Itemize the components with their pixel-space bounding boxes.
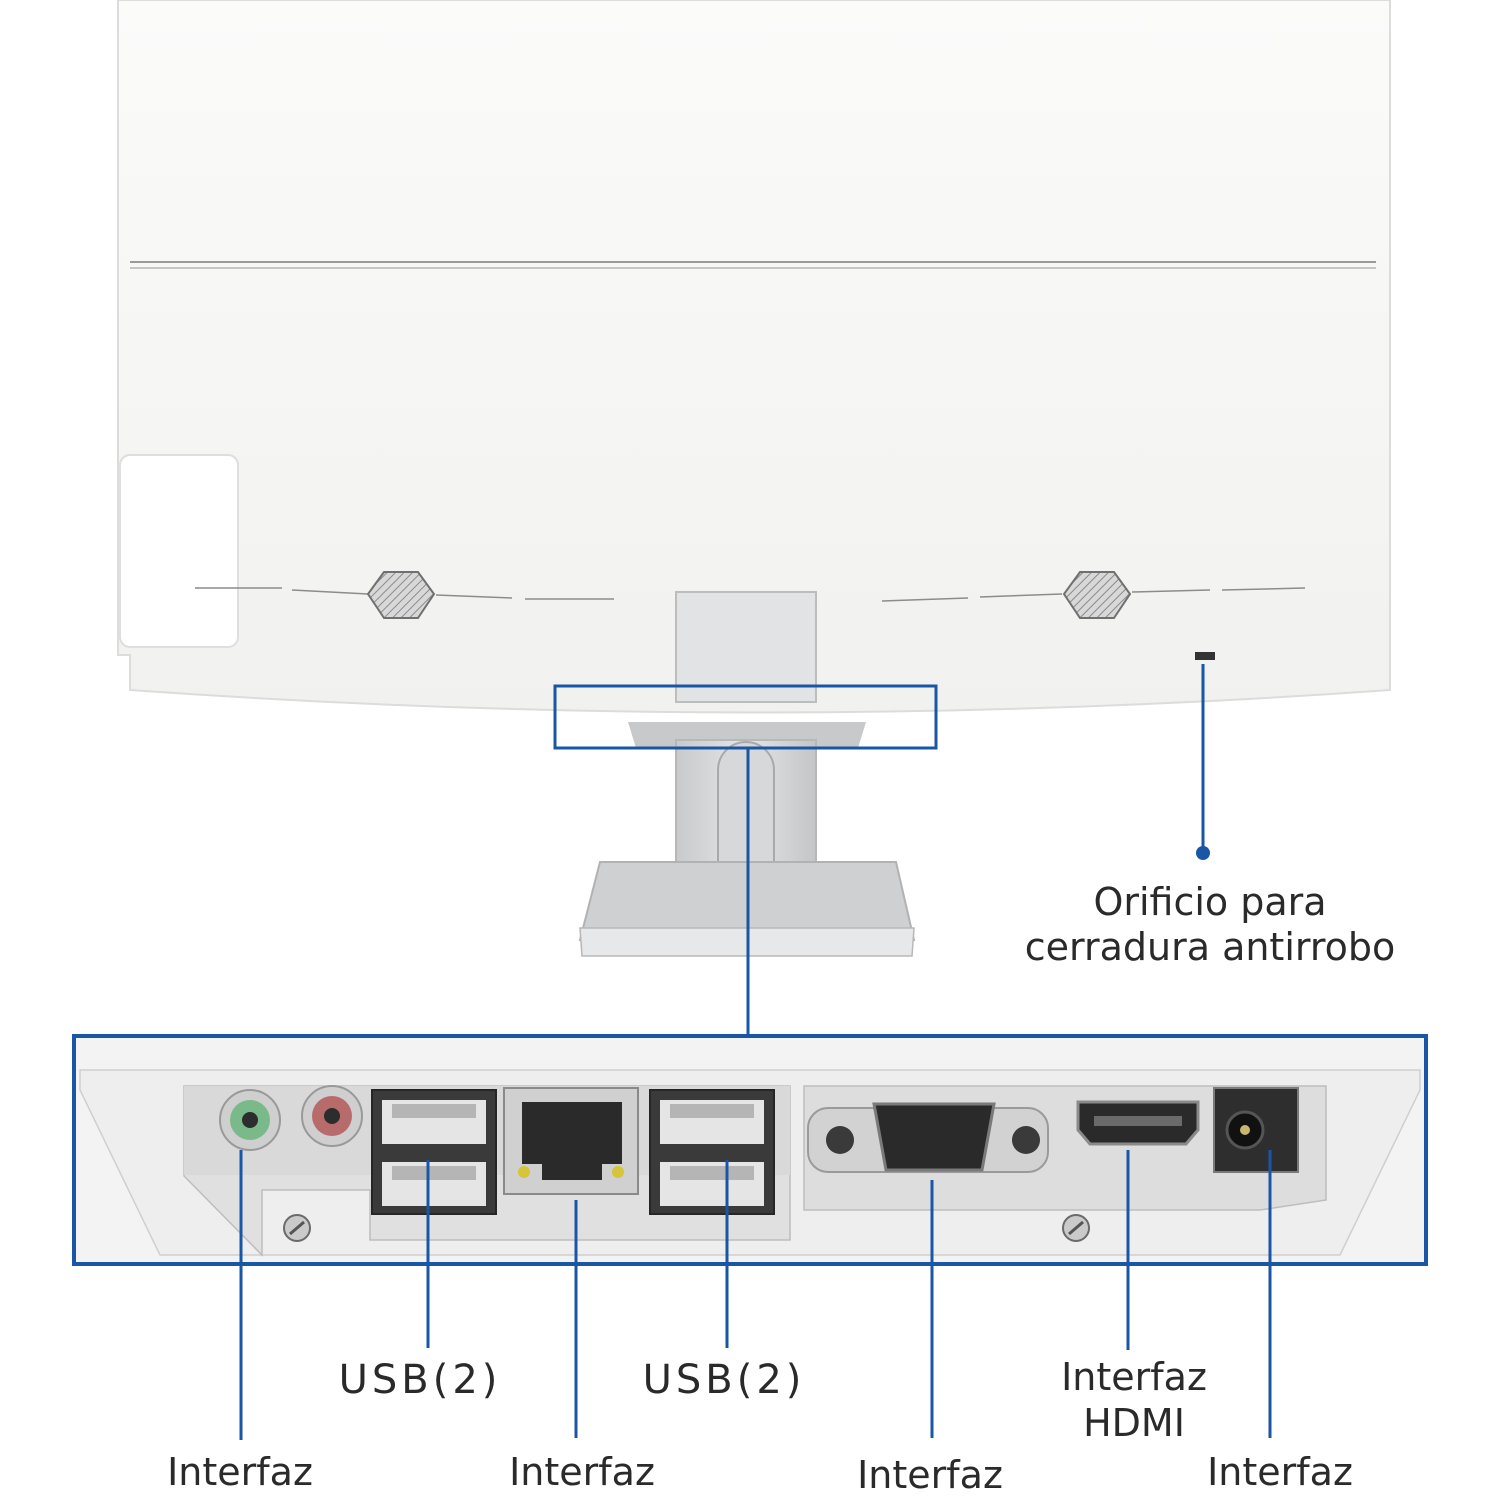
network-label: Interfaz bbox=[509, 1450, 655, 1494]
screw-icon bbox=[283, 1214, 311, 1242]
vga-port-icon bbox=[807, 1102, 1049, 1173]
usb-port-icon bbox=[649, 1089, 775, 1215]
audio-jack-icon bbox=[301, 1085, 363, 1147]
dc-power-port-icon bbox=[1213, 1087, 1299, 1173]
ports-highlight-box bbox=[553, 684, 938, 750]
hdmi-label-line2: HDMI bbox=[1083, 1401, 1185, 1445]
air-vent-icon bbox=[366, 571, 436, 619]
monitor-back bbox=[117, 0, 1391, 714]
usb-port-icon bbox=[371, 1089, 497, 1215]
power-label: Interfaz bbox=[1207, 1450, 1353, 1494]
usb-left-label: USB(2) bbox=[339, 1357, 502, 1403]
air-vent-icon bbox=[1062, 571, 1132, 619]
hdmi-port-icon bbox=[1076, 1100, 1200, 1146]
lock-callout-dot bbox=[1196, 846, 1210, 860]
usb-right-label: USB(2) bbox=[643, 1357, 806, 1403]
lock-hole-label-line1: Orificio para bbox=[1093, 880, 1326, 924]
side-button-cover bbox=[119, 454, 239, 648]
lock-hole bbox=[1195, 652, 1215, 660]
audio-jack-icon bbox=[219, 1089, 281, 1151]
ethernet-port-icon bbox=[503, 1087, 639, 1195]
port-callout-lines bbox=[239, 1150, 1272, 1440]
port-panel-zoom bbox=[72, 1034, 1428, 1266]
lock-hole-label-line2: cerradura antirrobo bbox=[1025, 925, 1396, 969]
audio-label: Interfaz bbox=[167, 1450, 313, 1494]
hdmi-label-line1: Interfaz bbox=[1061, 1355, 1207, 1399]
vga-label: Interfaz bbox=[857, 1453, 1003, 1497]
screw-icon bbox=[1062, 1214, 1090, 1242]
